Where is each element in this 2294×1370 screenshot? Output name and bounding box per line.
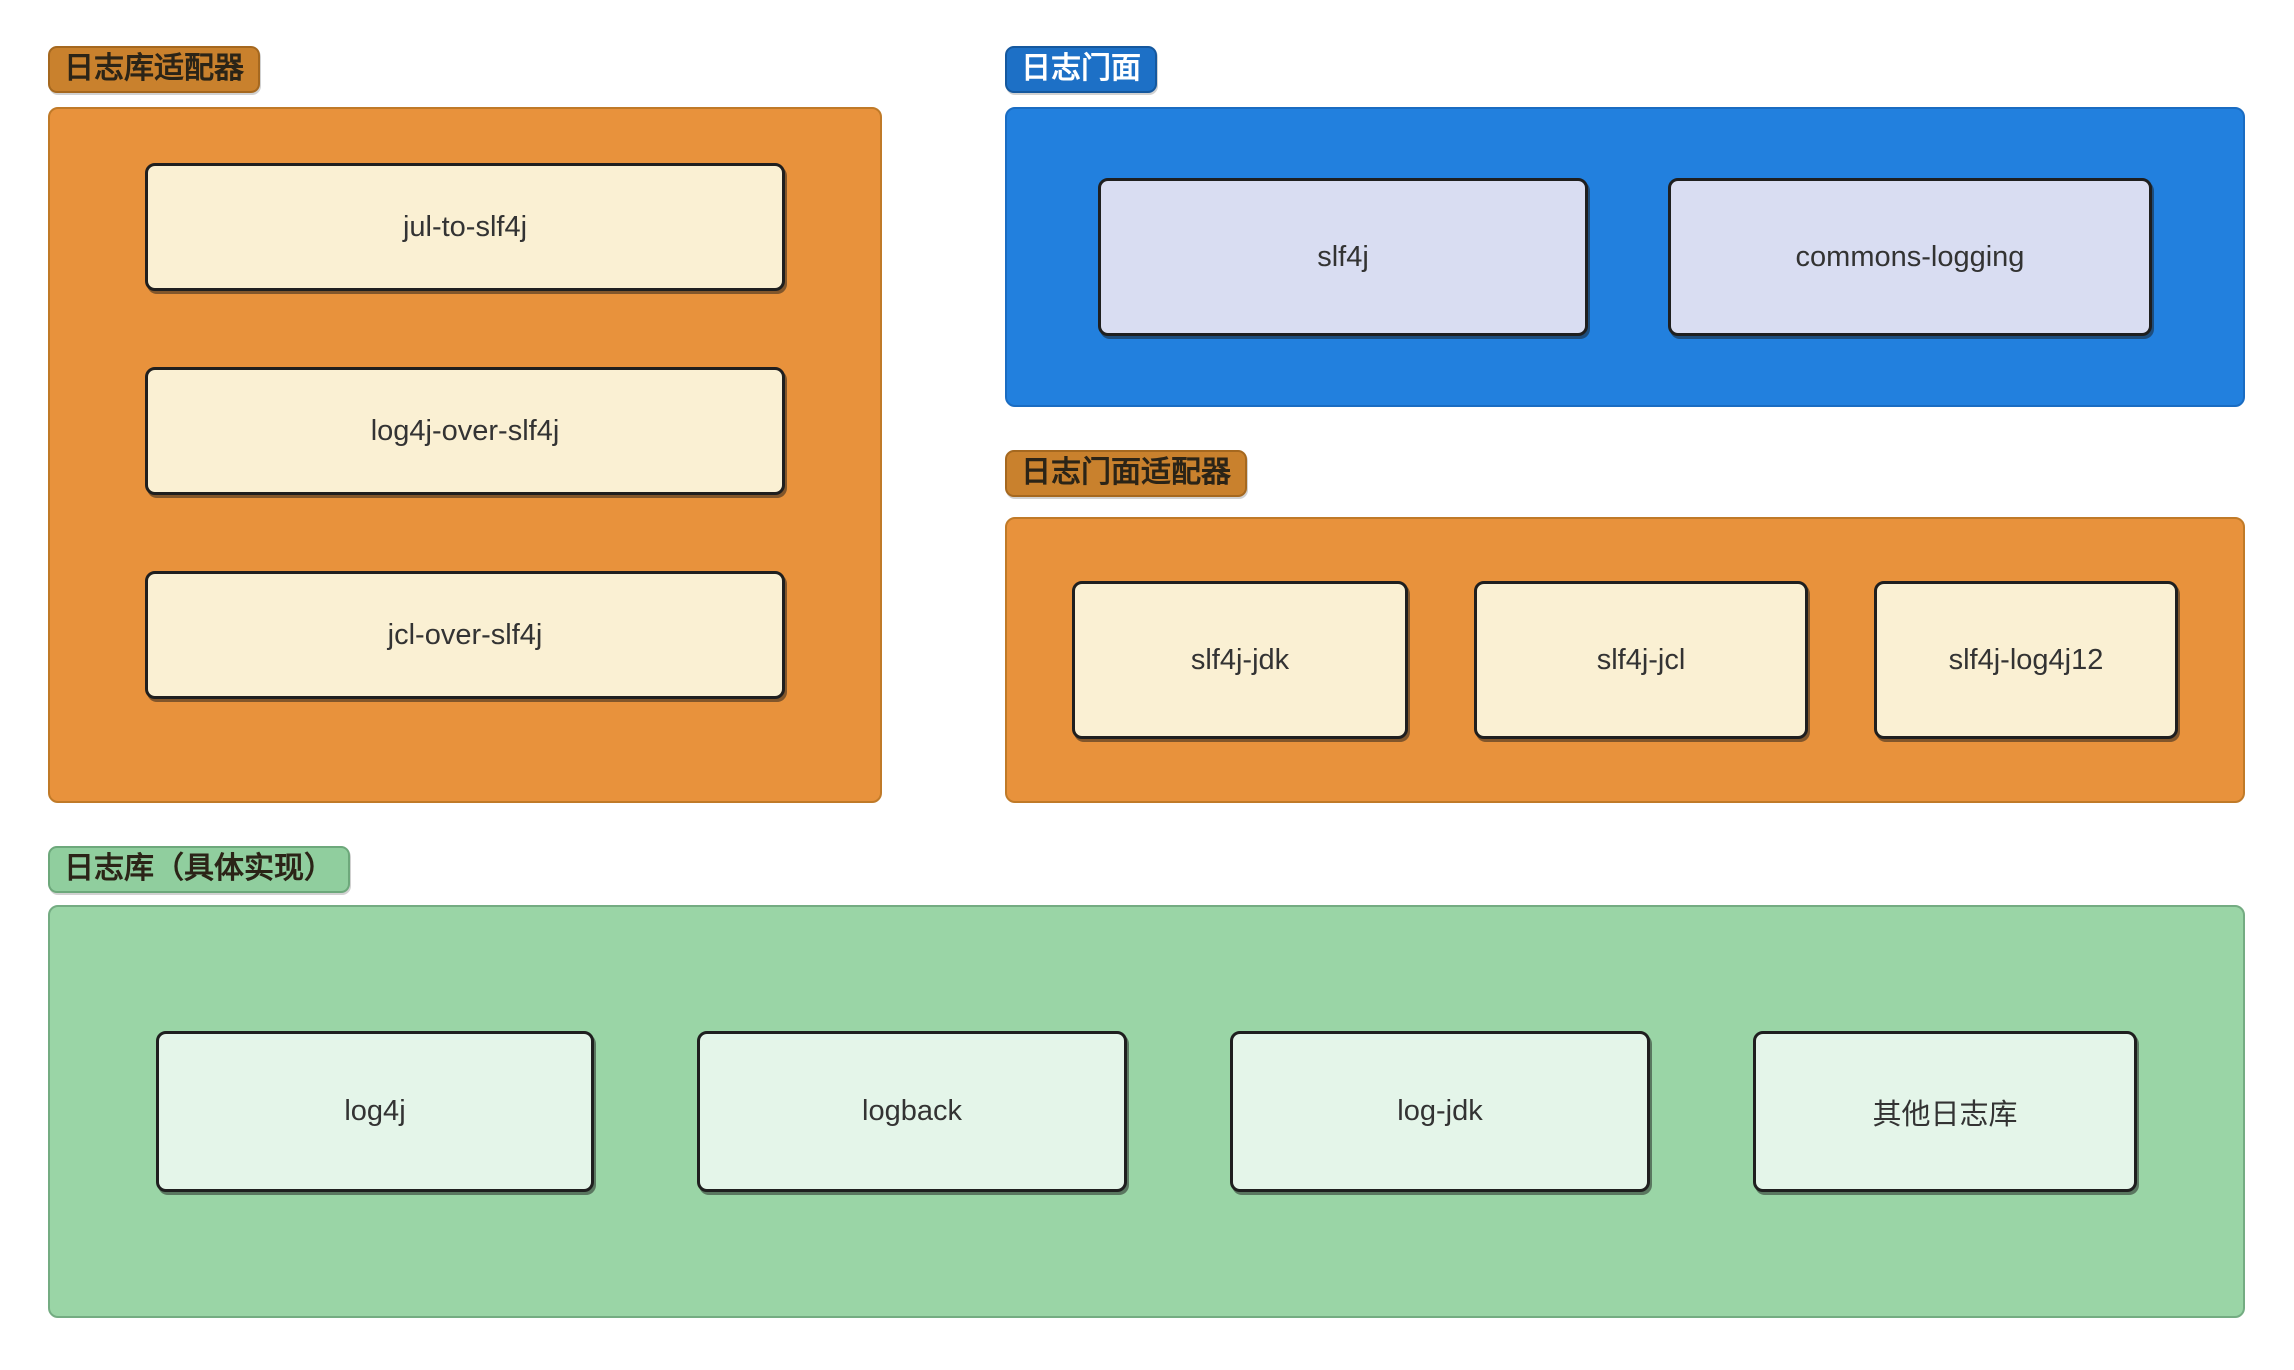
group-label-log-facades: 日志门面 [1005,46,1157,93]
group-label-log-facade-adapters: 日志门面适配器 [1005,450,1247,497]
node-logback: logback [697,1031,1127,1192]
node-slf4j-jcl: slf4j-jcl [1474,581,1808,739]
node-slf4j-jdk: slf4j-jdk [1072,581,1408,739]
node-log4j-over-slf4j: log4j-over-slf4j [145,367,785,495]
node-other-log-libraries: 其他日志库 [1753,1031,2137,1192]
group-log-facades: slf4j commons-logging [1005,107,2245,407]
group-log-libraries-implementations: log4j logback log-jdk 其他日志库 [48,905,2245,1318]
node-log4j: log4j [156,1031,594,1192]
node-jcl-over-slf4j: jcl-over-slf4j [145,571,785,699]
node-jul-to-slf4j: jul-to-slf4j [145,163,785,291]
group-log-facade-adapters: slf4j-jdk slf4j-jcl slf4j-log4j12 [1005,517,2245,803]
node-commons-logging: commons-logging [1668,178,2152,336]
node-slf4j-log4j12: slf4j-log4j12 [1874,581,2178,739]
group-log-library-adapters: jul-to-slf4j log4j-over-slf4j jcl-over-s… [48,107,882,803]
group-label-log-libraries-implementations: 日志库（具体实现） [48,846,350,893]
node-log-jdk: log-jdk [1230,1031,1650,1192]
node-slf4j: slf4j [1098,178,1588,336]
group-label-log-library-adapters: 日志库适配器 [48,46,260,93]
